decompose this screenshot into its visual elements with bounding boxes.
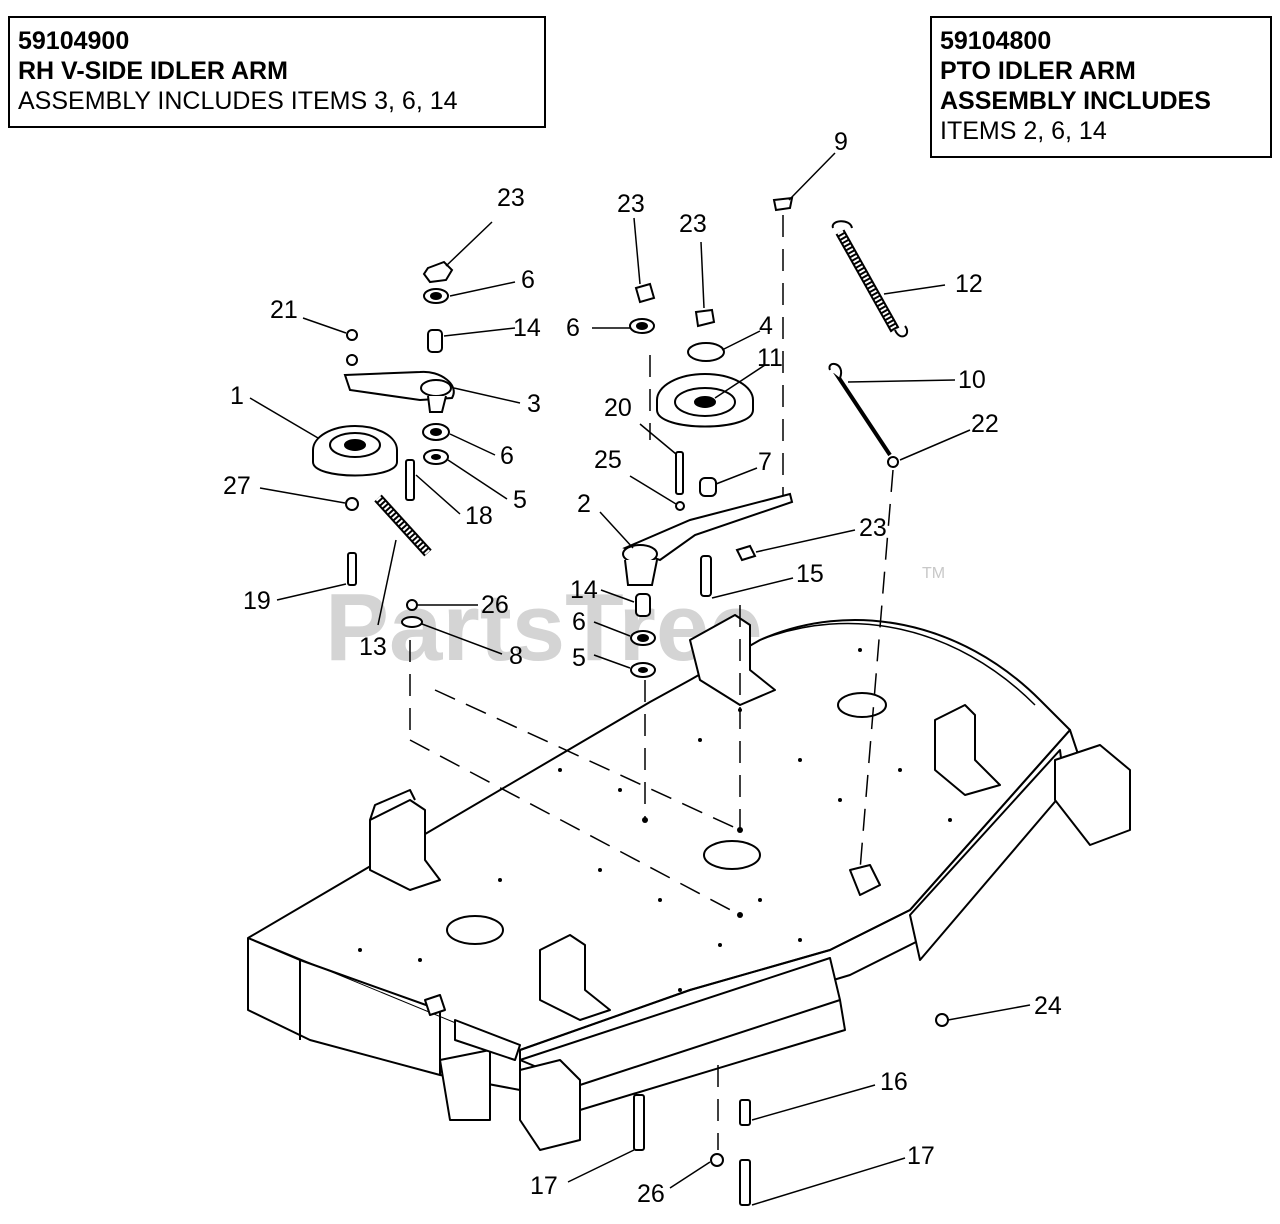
- callout-23d: 23: [859, 514, 887, 542]
- callout-5b: 5: [572, 644, 586, 672]
- callout-17b: 17: [530, 1172, 558, 1200]
- rh-idler-arm-note: 59104900 RH V-SIDE IDLER ARM ASSEMBLY IN…: [8, 16, 546, 128]
- assembly-lines: [409, 215, 894, 1150]
- callout-4: 4: [759, 312, 773, 340]
- callout-15: 15: [796, 560, 824, 588]
- callout-26b: 26: [637, 1180, 665, 1208]
- callout-14: 14: [513, 314, 541, 342]
- callout-17: 17: [907, 1142, 935, 1170]
- pto-idler-includes-items: ITEMS 2, 6, 14: [940, 117, 1107, 145]
- callout-20: 20: [604, 394, 632, 422]
- pto-idler-assembly: [622, 196, 949, 1206]
- pto-idler-arm-note: 59104800 PTO IDLER ARM ASSEMBLY INCLUDES…: [930, 16, 1272, 158]
- rh-idler-includes: ASSEMBLY INCLUDES ITEMS 3, 6, 14: [18, 87, 458, 115]
- callout-6d: 6: [572, 608, 586, 636]
- watermark-tm: TM: [922, 565, 945, 582]
- callout-labels: 23 6 14 21 3 1 6 5 18 27 19 13 26 8 23 6…: [223, 128, 1062, 1208]
- pto-idler-includes-label: ASSEMBLY INCLUDES: [940, 87, 1211, 115]
- callout-23: 23: [497, 184, 525, 212]
- callout-27: 27: [223, 472, 251, 500]
- callout-22: 22: [971, 410, 999, 438]
- callout-24b: 24: [1034, 992, 1062, 1020]
- callout-2: 2: [577, 490, 591, 518]
- callout-7: 7: [758, 448, 772, 476]
- callout-19: 19: [243, 587, 271, 615]
- watermark: PartsTree: [325, 574, 763, 681]
- callout-18: 18: [465, 502, 493, 530]
- callout-23b: 23: [617, 190, 645, 218]
- callout-14b: 14: [570, 576, 598, 604]
- callout-16: 16: [880, 1068, 908, 1096]
- callout-1: 1: [230, 382, 244, 410]
- callout-11: 11: [757, 344, 783, 372]
- callout-13: 13: [359, 633, 387, 661]
- callout-5: 5: [513, 486, 527, 514]
- pto-idler-title: PTO IDLER ARM: [940, 57, 1136, 85]
- callout-25: 25: [594, 446, 622, 474]
- callout-6: 6: [521, 266, 535, 294]
- callout-6b: 6: [500, 442, 514, 470]
- callout-23c: 23: [679, 210, 707, 238]
- callout-10: 10: [958, 366, 986, 394]
- pto-idler-part-number: 59104800: [940, 27, 1052, 55]
- callout-8: 8: [509, 642, 523, 670]
- callout-12: 12: [955, 270, 983, 298]
- callout-21: 21: [270, 296, 298, 324]
- leader-lines: [249, 152, 1031, 1206]
- rh-idler-title: RH V-SIDE IDLER ARM: [18, 57, 288, 85]
- mower-deck: [247, 614, 1131, 1151]
- callout-6c: 6: [566, 314, 580, 342]
- callout-9: 9: [834, 128, 848, 156]
- callout-3: 3: [527, 390, 541, 418]
- callout-26: 26: [481, 591, 509, 619]
- rh-idler-part-number: 59104900: [18, 27, 130, 55]
- rh-idler-assembly: [312, 260, 455, 628]
